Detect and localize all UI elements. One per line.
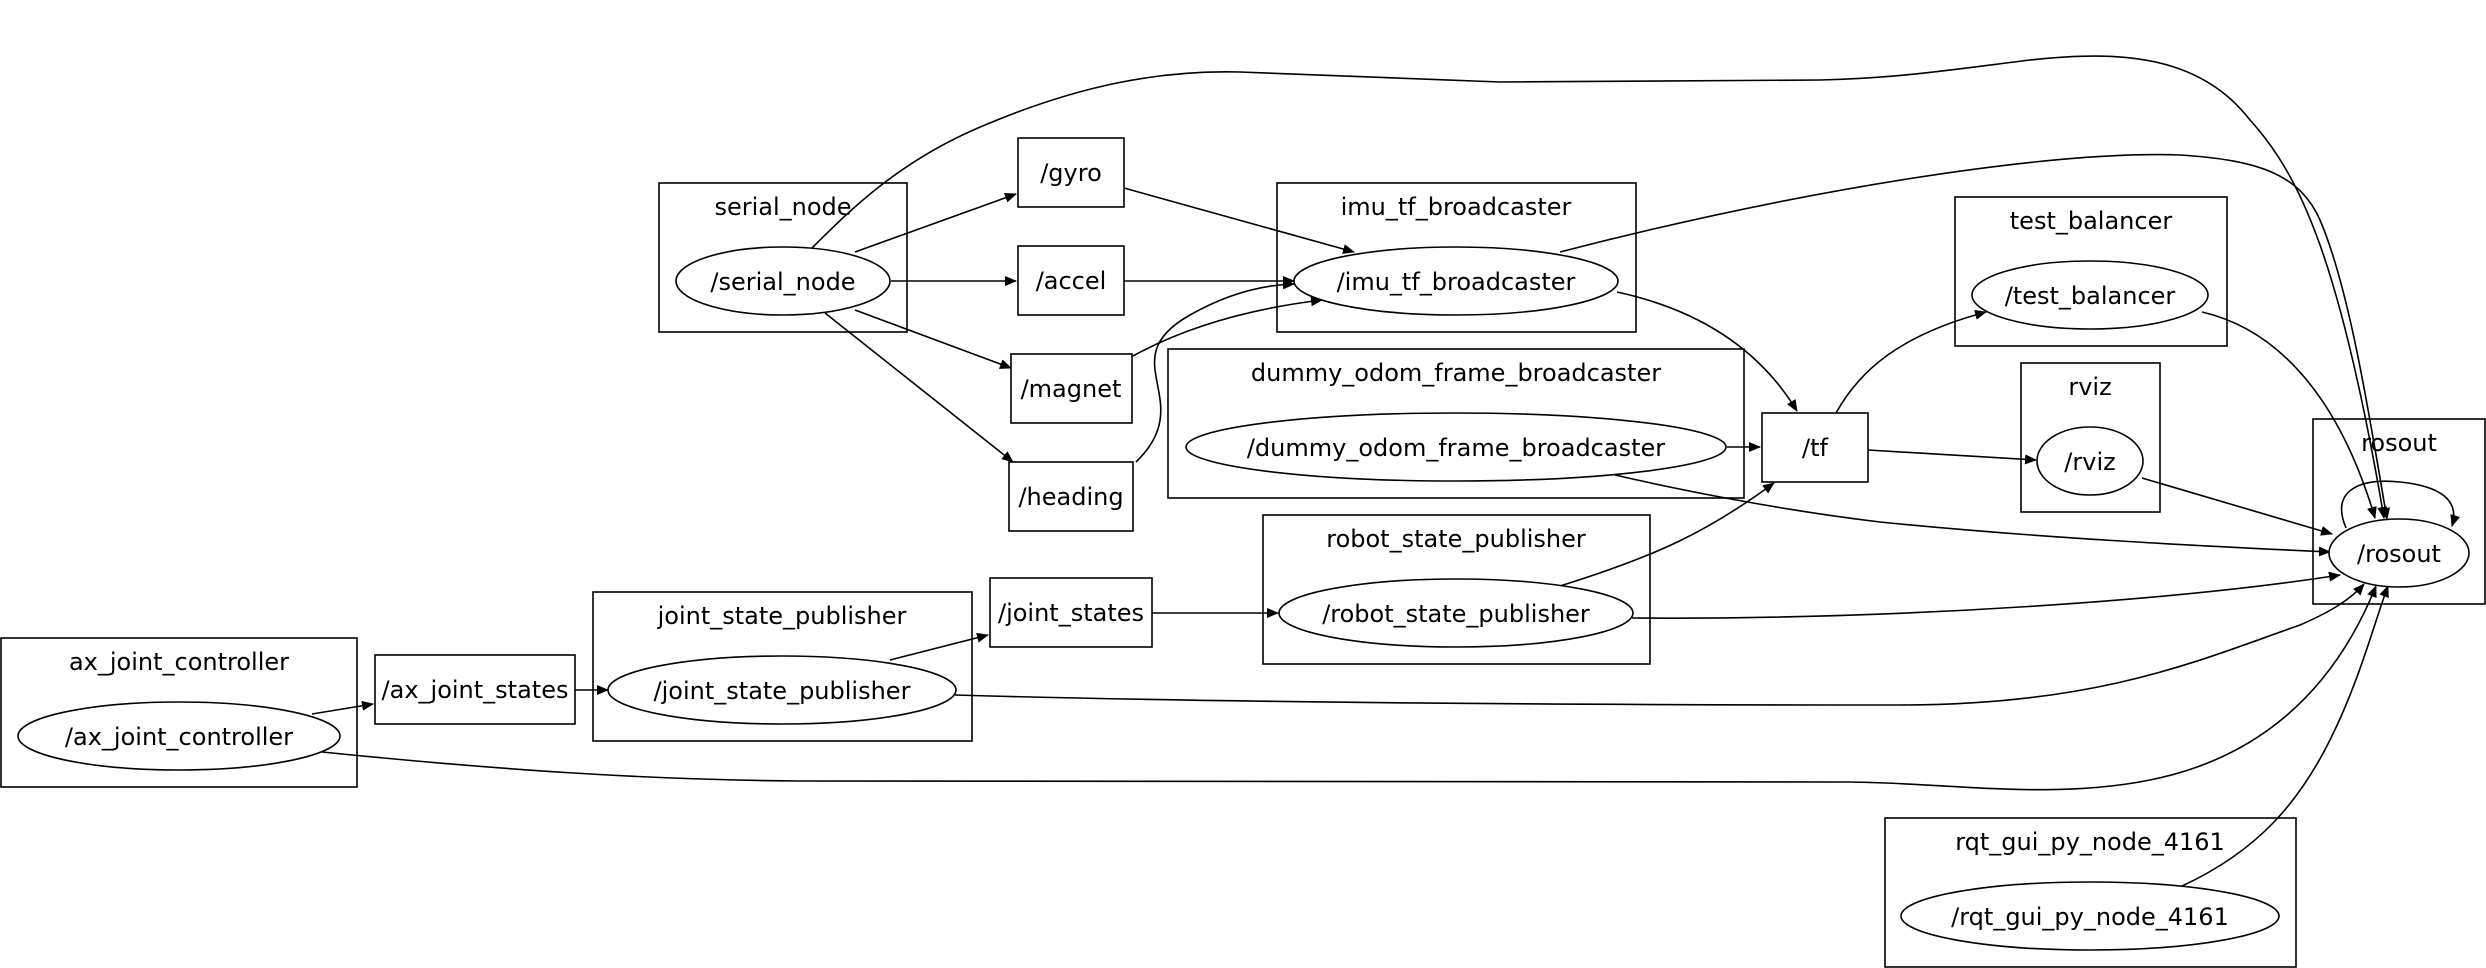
topic-accel[interactable] (1017, 245, 1125, 316)
node-ellipses (17, 246, 2470, 951)
edge-tf-to-rviz (1867, 449, 2037, 465)
node-rqt-gui[interactable] (1900, 881, 2280, 951)
topic-label-accel: /accel (1036, 267, 1107, 295)
group-title-rosout: rosout (2361, 429, 2437, 457)
topic-ax-joint-states[interactable] (374, 654, 576, 725)
edge-tf-to-test-balancer (1835, 310, 1987, 414)
group-rviz (2020, 362, 2161, 513)
edge-heading-to-imu-tf-broadcaster (1135, 279, 1295, 463)
group-title-imu-tf-broadcaster: imu_tf_broadcaster (1341, 193, 1572, 221)
node-label-ax-joint-controller: /ax_joint_controller (65, 723, 293, 751)
group-title-dummy-odom: dummy_odom_frame_broadcaster (1251, 359, 1661, 387)
node-label-rqt-gui: /rqt_gui_py_node_4161 (1951, 903, 2229, 931)
group-serial-node (658, 182, 908, 333)
node-ax-joint-controller[interactable] (17, 701, 341, 771)
group-rqt-gui (1884, 817, 2297, 968)
node-label-serial-node: /serial_node (710, 268, 855, 296)
node-label-imu-tf-broadcaster: /imu_tf_broadcaster (1337, 268, 1576, 296)
edge-rqt-gui-to-rosout (2181, 585, 2389, 887)
edge-rosout-self-loop (2340, 480, 2461, 529)
group-joint-state-publisher (592, 591, 973, 742)
group-imu-tf-broadcaster (1276, 182, 1637, 333)
node-joint-state-publisher[interactable] (607, 655, 957, 725)
topic-label-gyro: /gyro (1040, 159, 1102, 187)
node-label-rviz: /rviz (2064, 448, 2115, 476)
node-dummy-odom[interactable] (1185, 412, 1727, 482)
edge-serial-node-to-gyro (854, 193, 1017, 253)
edge-robot-state-publisher-to-rosout (1631, 571, 2341, 619)
topic-boxes (374, 137, 1869, 725)
group-titles: serial_node imu_tf_broadcaster test_bala… (69, 193, 2437, 856)
edge-joint-state-publisher-to-rosout (954, 583, 2365, 706)
group-title-serial-node: serial_node (714, 193, 851, 221)
node-rviz[interactable] (2036, 426, 2144, 496)
edge-imu-tf-broadcaster-to-tf (1616, 291, 1798, 412)
edge-gyro-to-imu-tf-broadcaster (1123, 187, 1355, 254)
group-title-joint-state-publisher: joint_state_publisher (657, 602, 907, 630)
topic-labels: /gyro /accel /magnet /heading /tf /joint… (382, 159, 1829, 704)
edge-imu-tf-broadcaster-to-rosout (1559, 153, 2391, 520)
group-title-robot-state-publisher: robot_state_publisher (1326, 525, 1586, 553)
edge-joint-state-publisher-to-joint-states (889, 632, 989, 661)
node-label-robot-state-publisher: /robot_state_publisher (1322, 600, 1590, 628)
edges (311, 55, 2461, 887)
node-labels: /serial_node /imu_tf_broadcaster /test_b… (65, 268, 2441, 931)
edge-test-balancer-to-rosout (2201, 311, 2377, 519)
topic-magnet[interactable] (1010, 353, 1133, 424)
topic-gyro[interactable] (1017, 137, 1125, 208)
group-title-rviz: rviz (2068, 373, 2111, 401)
group-test-balancer (1954, 196, 2228, 347)
node-rosout[interactable] (2328, 518, 2470, 588)
node-label-dummy-odom: /dummy_odom_frame_broadcaster (1247, 434, 1665, 462)
edge-serial-node-to-magnet (854, 309, 1012, 369)
edge-ax-joint-controller-to-rosout (321, 585, 2377, 791)
topic-label-ax-joint-states: /ax_joint_states (382, 676, 569, 704)
topic-joint-states[interactable] (989, 577, 1153, 648)
edge-dummy-odom-to-rosout (1614, 474, 2331, 557)
topic-heading[interactable] (1008, 461, 1134, 532)
edge-rviz-to-rosout (2141, 477, 2333, 536)
group-title-test-balancer: test_balancer (2010, 207, 2173, 235)
group-boxes (0, 182, 2486, 968)
node-label-test-balancer: /test_balancer (2005, 282, 2176, 310)
edge-robot-state-publisher-to-tf (1559, 482, 1775, 587)
group-rosout (2312, 418, 2486, 605)
topic-label-tf: /tf (1802, 434, 1828, 462)
group-ax-joint-controller (0, 637, 358, 788)
node-serial-node[interactable] (675, 246, 891, 316)
group-dummy-odom (1167, 348, 1745, 499)
topic-label-heading: /heading (1018, 483, 1123, 511)
topic-label-joint-states: /joint_states (998, 599, 1144, 627)
group-title-rqt-gui: rqt_gui_py_node_4161 (1955, 828, 2225, 856)
edge-magnet-to-imu-tf-broadcaster (1132, 296, 1323, 357)
topic-tf[interactable] (1761, 412, 1869, 483)
topic-label-magnet: /magnet (1021, 375, 1122, 403)
node-test-balancer[interactable] (1971, 260, 2209, 330)
group-robot-state-publisher (1262, 514, 1651, 665)
edge-serial-node-to-rosout (811, 55, 2388, 519)
node-label-joint-state-publisher: /joint_state_publisher (654, 677, 911, 705)
node-imu-tf-broadcaster[interactable] (1293, 246, 1619, 316)
edge-serial-node-to-heading (824, 312, 1014, 463)
node-robot-state-publisher[interactable] (1278, 578, 1634, 648)
node-label-rosout: /rosout (2357, 540, 2441, 568)
group-title-ax-joint-controller: ax_joint_controller (69, 648, 289, 676)
edge-ax-joint-controller-to-ax-joint-states (311, 700, 374, 715)
